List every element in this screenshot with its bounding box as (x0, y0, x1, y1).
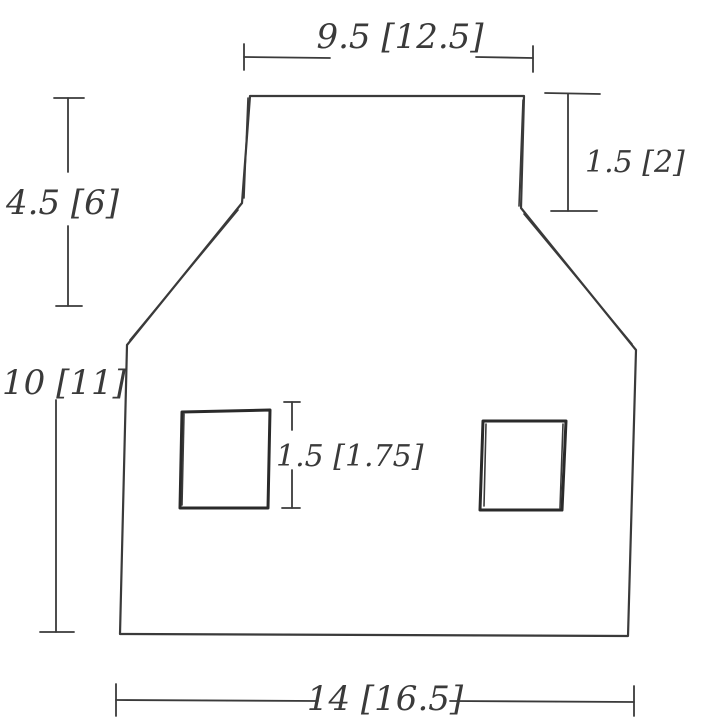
garment-outline (118, 94, 638, 638)
top-width-dimension: 9.5 [12.5] (243, 17, 534, 73)
body-height-label: 10 [11] (2, 363, 127, 403)
top-width-label: 9.5 [12.5] (316, 17, 484, 57)
pocket-height-label: 1.5 [1.75] (276, 439, 424, 474)
right-pocket (478, 419, 568, 512)
bottom-width-dimension: 14 [16.5] (115, 679, 635, 719)
outline-sketch-stroke (523, 213, 633, 345)
pocket-height-dimension: 1.5 [1.75] (276, 401, 424, 509)
body-height-dimension: 10 [11] (2, 363, 127, 633)
upper-height-dimension: 4.5 [6] (5, 97, 120, 307)
neck-height-label: 1.5 [2] (585, 145, 685, 180)
neck-height-dimension: 1.5 [2] (544, 92, 685, 212)
outline-sketch-stroke (129, 209, 239, 341)
upper-height-label: 4.5 [6] (5, 183, 120, 223)
outline-sketch-stroke (518, 99, 524, 207)
outline-sketch-stroke (243, 97, 249, 199)
bottom-width-label: 14 [16.5] (307, 679, 464, 719)
left-pocket (178, 408, 272, 510)
